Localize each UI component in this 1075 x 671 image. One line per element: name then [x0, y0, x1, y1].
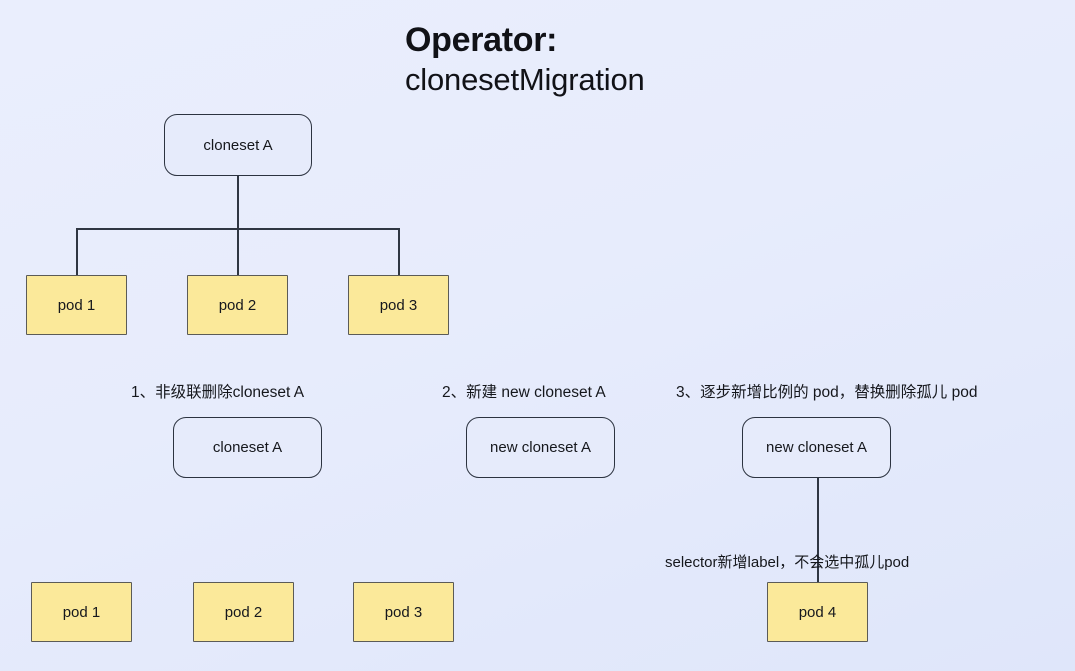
- node-label: new cloneset A: [766, 439, 867, 456]
- node-cloneset-a-root: cloneset A: [164, 114, 312, 176]
- node-label: pod 3: [379, 296, 418, 314]
- caption-step-3: 3、逐步新增比例的 pod，替换删除孤儿 pod: [676, 384, 978, 401]
- title-line-secondary: clonesetMigration: [405, 61, 645, 97]
- node-label: pod 2: [218, 296, 257, 314]
- connector-new-cloneset-to-pod-4: [817, 478, 819, 582]
- node-label: pod 3: [384, 603, 423, 621]
- node-pod-2-bottom: pod 2: [193, 582, 294, 642]
- node-cloneset-a-step1: cloneset A: [173, 417, 322, 478]
- connector-drop-pod-1: [76, 228, 78, 275]
- connector-root-trunk: [237, 176, 239, 229]
- caption-step-1: 1、非级联删除cloneset A: [131, 384, 305, 401]
- node-pod-1-bottom: pod 1: [31, 582, 132, 642]
- node-pod-2-top: pod 2: [187, 275, 288, 335]
- title-line-primary: Operator:: [405, 21, 558, 59]
- node-new-cloneset-a-step3: new cloneset A: [742, 417, 891, 478]
- node-label: new cloneset A: [490, 439, 591, 456]
- node-label: pod 1: [62, 603, 101, 621]
- node-label: pod 4: [798, 603, 837, 621]
- node-new-cloneset-a-step2: new cloneset A: [466, 417, 615, 478]
- node-pod-3-top: pod 3: [348, 275, 449, 335]
- node-label: pod 2: [224, 603, 263, 621]
- caption-step-2: 2、新建 new cloneset A: [442, 384, 606, 401]
- node-pod-1-top: pod 1: [26, 275, 127, 335]
- diagram-title: Operator: clonesetMigration: [405, 22, 645, 96]
- node-label: cloneset A: [212, 439, 283, 456]
- node-label: pod 1: [57, 296, 96, 314]
- node-label: cloneset A: [203, 136, 273, 154]
- connector-drop-pod-2: [237, 228, 239, 275]
- annotation-selector-label: selector新增label，不会选中孤儿pod: [665, 554, 910, 571]
- node-pod-3-bottom: pod 3: [353, 582, 454, 642]
- connector-drop-pod-3: [398, 228, 400, 275]
- node-pod-4-bottom: pod 4: [767, 582, 868, 642]
